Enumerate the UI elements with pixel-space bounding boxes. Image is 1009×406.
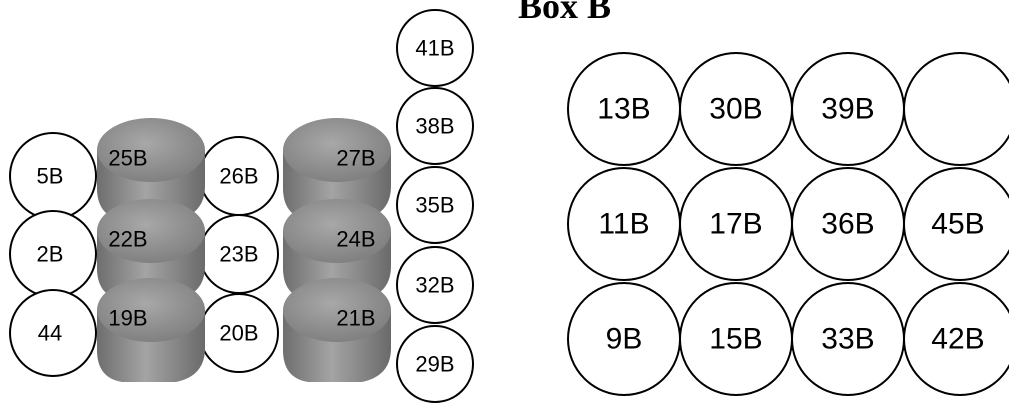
sample-label: 15B — [709, 323, 762, 356]
sample-circle[interactable]: 29B — [396, 325, 474, 403]
sample-label: 45B — [931, 208, 984, 241]
sample-circle[interactable]: 32B — [396, 246, 474, 324]
left-col1: 5B 2B 44 — [9, 132, 97, 377]
box-b-grid: 13B 30B 39B 11B 17B 36B 45B — [567, 52, 1009, 396]
left-col3: 26B 23B 20B — [199, 136, 279, 373]
sample-circle[interactable]: 39B — [791, 52, 905, 166]
sample-circle[interactable]: 17B — [679, 167, 793, 281]
sample-tube[interactable]: 19B — [97, 278, 205, 382]
sample-circle[interactable]: 15B — [679, 282, 793, 396]
sample-circle[interactable]: 5B — [9, 132, 97, 220]
sample-label: 36B — [821, 208, 874, 241]
sample-label: 23B — [219, 242, 258, 267]
sample-label: 21B — [336, 306, 375, 331]
sample-label: 11B — [598, 208, 649, 241]
left-col4-tubes: 27B 24B 21B — [283, 118, 391, 382]
sample-circle[interactable]: 9B — [567, 282, 681, 396]
sample-label: 13B — [597, 93, 650, 126]
sample-label: 2B — [37, 242, 64, 267]
sample-label: 24B — [336, 227, 375, 252]
sample-label: 9B — [606, 323, 643, 356]
sample-circle[interactable]: 41B — [396, 9, 474, 87]
sample-label: 25B — [108, 146, 147, 171]
sample-label: 27B — [336, 146, 375, 171]
sample-tube[interactable]: 25B — [97, 118, 205, 220]
sample-label: 5B — [37, 164, 64, 189]
sample-circle[interactable]: 44 — [9, 289, 97, 377]
sample-label: 17B — [709, 208, 762, 241]
sample-circle[interactable]: 38B — [396, 87, 474, 165]
sample-label: 29B — [415, 352, 454, 377]
sample-label: 38B — [415, 114, 454, 139]
sample-label: 41B — [415, 36, 454, 61]
sample-circle-empty[interactable] — [903, 52, 1009, 166]
sample-circle[interactable]: 30B — [679, 52, 793, 166]
sample-circle[interactable]: 13B — [567, 52, 681, 166]
sample-label: 20B — [219, 321, 258, 346]
sample-label: 33B — [821, 323, 874, 356]
sample-circle[interactable]: 11B — [567, 167, 681, 281]
sample-label: 32B — [415, 273, 454, 298]
sample-label: 39B — [821, 93, 874, 126]
sample-circle[interactable]: 26B — [199, 136, 279, 216]
sample-circle[interactable]: 35B — [396, 166, 474, 244]
sample-label: 26B — [219, 164, 258, 189]
sample-label: 30B — [709, 93, 762, 126]
sample-circle[interactable]: 36B — [791, 167, 905, 281]
sample-circle[interactable]: 2B — [9, 210, 97, 298]
left-col5: 41B 38B 35B 32B 29B — [396, 9, 474, 403]
box-title: Box B — [518, 0, 612, 26]
sample-tube[interactable]: 27B — [283, 118, 391, 220]
left-col2-tubes: 25B 22B 19B — [97, 118, 205, 382]
sample-label: 42B — [931, 323, 984, 356]
sample-circle[interactable]: 23B — [199, 214, 279, 294]
sample-label: 19B — [108, 306, 147, 331]
sample-tube[interactable]: 21B — [283, 278, 391, 382]
sample-label: 35B — [415, 193, 454, 218]
sample-label: 44 — [38, 321, 62, 346]
sample-circle[interactable]: 42B — [903, 282, 1009, 396]
sample-circle[interactable]: 20B — [199, 293, 279, 373]
sample-circle[interactable]: 33B — [791, 282, 905, 396]
sample-label: 22B — [108, 227, 147, 252]
sample-circle[interactable]: 45B — [903, 167, 1009, 281]
